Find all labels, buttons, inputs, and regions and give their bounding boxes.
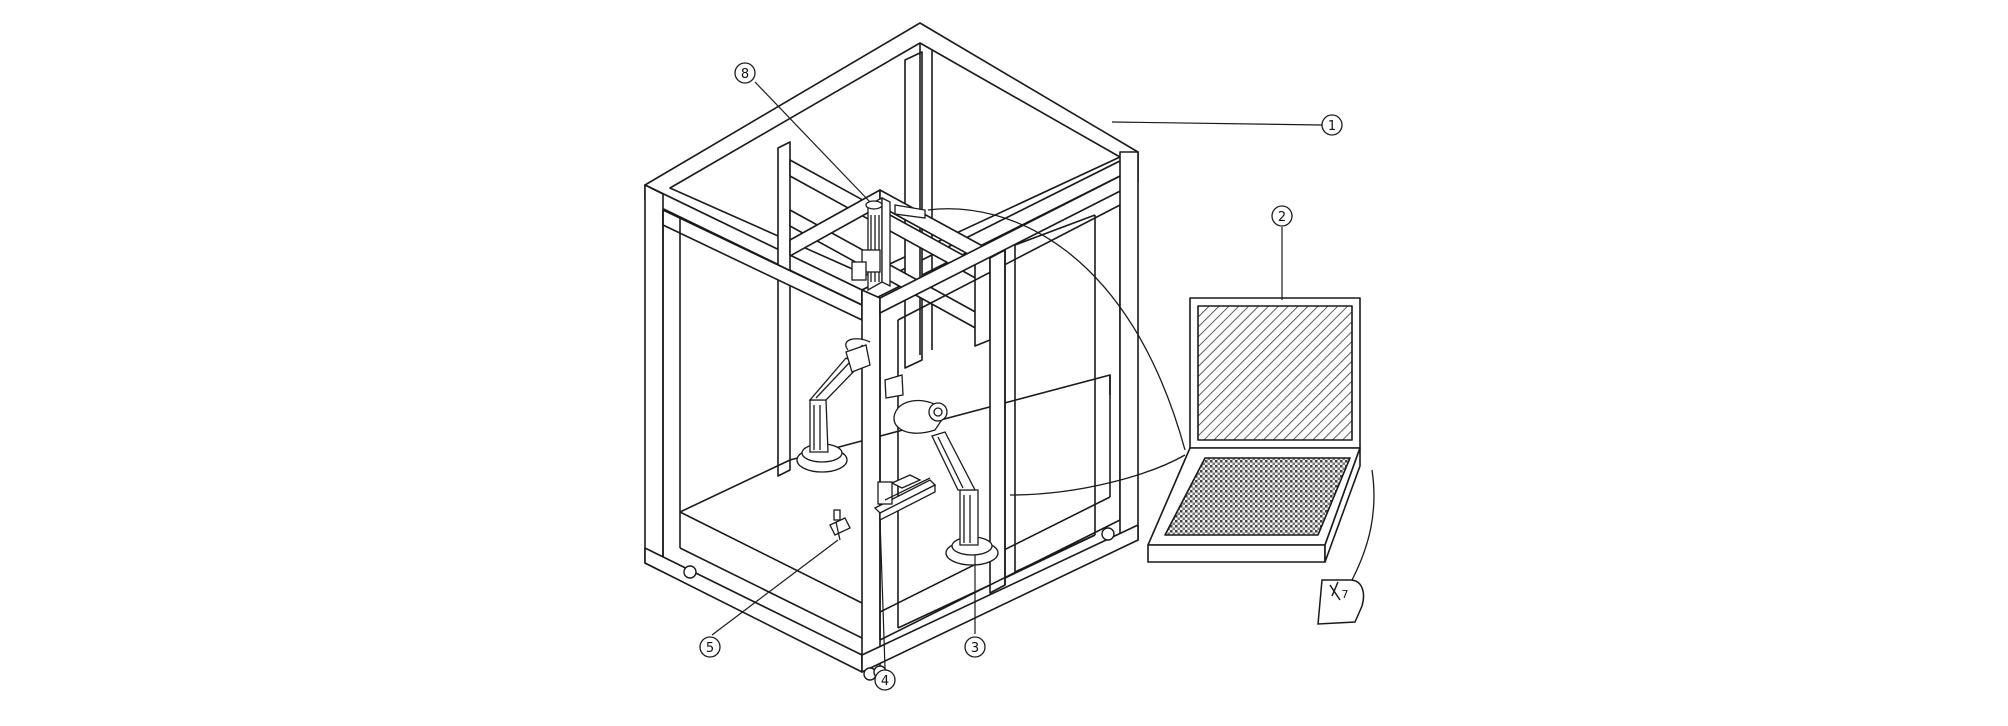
linear-stage	[873, 474, 937, 522]
callout-4: 4	[874, 669, 896, 691]
callout-label: 1	[1328, 119, 1336, 134]
cables	[927, 208, 1375, 581]
callout-label: 3	[971, 641, 979, 656]
callout-label: 7	[1342, 588, 1349, 601]
camera-lift-unit	[851, 196, 926, 292]
cabinet-frame	[644, 22, 1139, 673]
robot-arm-left	[796, 338, 871, 473]
callout-label: 8	[741, 67, 749, 82]
callout-8: 8	[734, 62, 756, 84]
callout-5: 5	[699, 636, 721, 658]
sensor-unit	[829, 509, 851, 541]
callout-1: 1	[1321, 114, 1343, 136]
laptop-computer	[1147, 297, 1361, 563]
robot-arm-right	[893, 399, 999, 566]
leader-lines	[711, 81, 1323, 669]
callout-label: 4	[881, 674, 889, 689]
computer-mouse	[1317, 579, 1365, 625]
callout-label: 2	[1278, 210, 1286, 225]
callout-2: 2	[1271, 205, 1293, 227]
lamp-shade	[884, 374, 904, 399]
callout-label: 5	[706, 641, 714, 656]
callout-3: 3	[964, 636, 986, 658]
callout-7: 7	[1342, 588, 1349, 601]
